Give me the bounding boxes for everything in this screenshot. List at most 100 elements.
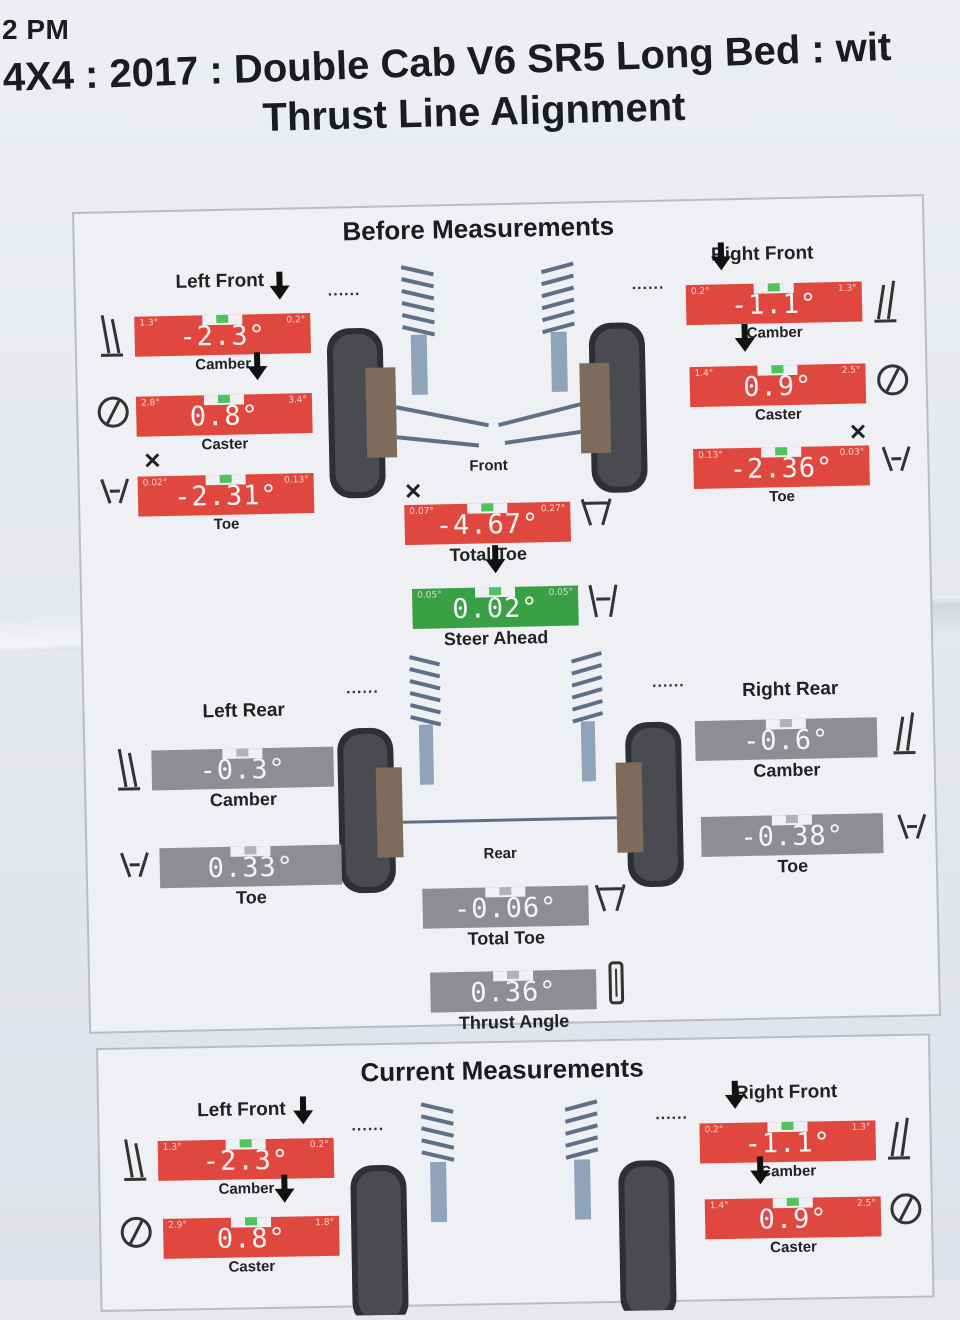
right-front-camber-value: -1.1° xyxy=(730,288,818,322)
left-front-camber-caption: Camber xyxy=(195,355,252,374)
left-front-coil-spring-icon xyxy=(420,1102,455,1223)
right-front-toe-value: -2.36° xyxy=(729,452,834,486)
current-right-front-camber-gauge: 0.2°1.3° -1.1° Camber xyxy=(699,1094,877,1180)
x-mark-icon: ✕ xyxy=(848,419,868,445)
toe-icon xyxy=(881,446,911,472)
rear-total-toe-caption: Total Toe xyxy=(467,927,546,949)
current-section-title: Current Measurements xyxy=(360,1052,644,1088)
right-front-tire-icon xyxy=(618,1160,677,1316)
front-axle-label: Front xyxy=(469,456,508,475)
current-left-front-camber-gauge: 1.3°0.2° -2.3° Camber xyxy=(157,1110,335,1198)
caster-icon xyxy=(890,1193,922,1225)
dotted-leader: ...... xyxy=(655,1105,689,1124)
rear-total-toe-gauge: -0.06° Total Toe xyxy=(422,885,590,949)
left-front-label: Left Front xyxy=(175,269,265,293)
dotted-leader: ...... xyxy=(327,281,361,300)
left-rear-tire-icon xyxy=(337,727,404,894)
left-front-tire-icon xyxy=(326,327,398,499)
down-arrow-icon xyxy=(711,256,732,271)
current-right-front-caster-value: 0.9° xyxy=(758,1203,828,1236)
caster-icon xyxy=(877,364,909,396)
right-front-camber-caption: Camber xyxy=(746,323,803,342)
caster-icon xyxy=(120,1216,152,1248)
current-right-front-label: Right Front xyxy=(734,1081,838,1104)
current-right-front-camber-value: -1.1° xyxy=(744,1127,832,1160)
down-arrow-icon xyxy=(269,285,290,300)
left-front-caster-gauge: 2.8°3.4° 0.8° Caster xyxy=(135,365,313,453)
left-rear-coil-spring-icon xyxy=(408,655,442,785)
dotted-leader: ...... xyxy=(651,673,685,691)
rear-axle-label: Rear xyxy=(483,844,518,863)
down-arrow-icon xyxy=(724,1094,746,1110)
down-arrow-icon xyxy=(274,1188,295,1203)
right-front-coil-spring-icon xyxy=(564,1099,599,1220)
total-toe-icon xyxy=(594,884,626,912)
before-measurements-panel: Before Measurements xyxy=(72,194,942,1034)
steer-ahead-icon xyxy=(588,584,618,618)
camber-icon xyxy=(100,315,124,357)
toe-icon xyxy=(100,478,130,504)
right-rear-label: Right Rear xyxy=(741,678,839,702)
left-rear-camber-caption: Camber xyxy=(209,788,278,811)
left-front-tire-icon xyxy=(350,1164,409,1316)
current-left-front-caster-gauge: 2.9°1.8° 0.8° Caster xyxy=(162,1188,340,1276)
right-rear-camber-value: -0.6° xyxy=(742,724,830,758)
right-rear-camber-gauge: -0.6° Camber xyxy=(694,717,878,781)
current-right-front-camber-caption: Camber xyxy=(760,1162,817,1181)
right-front-caster-caption: Caster xyxy=(754,405,802,424)
front-suspension-graphic xyxy=(326,261,648,499)
total-toe-icon xyxy=(580,498,612,526)
right-front-caster-value: 0.9° xyxy=(742,370,813,403)
rear-suspension-graphic xyxy=(337,651,684,894)
left-front-caster-caption: Caster xyxy=(201,435,249,454)
current-left-front-label: Left Front xyxy=(196,1098,286,1122)
current-left-front-caster-caption: Caster xyxy=(228,1257,276,1276)
right-front-toe-caption: Toe xyxy=(769,487,796,506)
left-rear-toe-gauge: 0.33° Toe xyxy=(159,844,343,908)
left-rear-toe-caption: Toe xyxy=(235,887,267,908)
right-rear-tire-icon xyxy=(615,721,684,888)
left-rear-toe-value: 0.33° xyxy=(207,851,295,885)
thrust-angle-caption: Thrust Angle xyxy=(458,1010,570,1034)
before-section-title: Before Measurements xyxy=(342,210,615,247)
left-front-coil-spring-icon xyxy=(395,265,489,448)
camber-icon xyxy=(874,280,897,323)
front-total-toe-value: -4.67° xyxy=(435,508,540,542)
right-rear-toe-value: -0.38° xyxy=(740,819,845,854)
right-front-toe-gauge: 0.13°0.03° -2.36° Toe xyxy=(693,445,870,505)
current-right-front-caster-gauge: 1.4°2.5° 0.9° Caster xyxy=(704,1170,882,1256)
print-time: 2 PM xyxy=(2,14,70,45)
dotted-leader: ...... xyxy=(351,1116,385,1135)
dotted-leader: ...... xyxy=(345,679,379,698)
x-mark-icon: ✕ xyxy=(403,478,423,505)
left-front-toe-gauge: 0.02°0.13° -2.31° Toe xyxy=(137,472,315,533)
down-arrow-icon xyxy=(734,337,756,353)
rear-total-toe-value: -0.06° xyxy=(453,891,558,926)
down-arrow-icon xyxy=(293,1110,314,1125)
current-front-suspension-graphic xyxy=(350,1099,677,1316)
down-arrow-icon xyxy=(247,365,268,381)
right-rear-toe-gauge: -0.38° Toe xyxy=(700,813,884,876)
current-left-front-camber-value: -2.3° xyxy=(202,1144,290,1178)
right-front-caster-gauge: 1.4°2.5° 0.9° Caster xyxy=(689,337,867,424)
camber-icon xyxy=(117,748,141,791)
rear-axle-icon xyxy=(402,816,617,824)
thrust-angle-icon xyxy=(608,961,625,1005)
steer-ahead-caption: Steer Ahead xyxy=(443,627,549,650)
current-right-front-caster-caption: Caster xyxy=(770,1238,818,1257)
steer-ahead-gauge: 0.05°0.05° 0.02° Steer Ahead xyxy=(411,559,579,649)
front-total-toe-gauge: 0.07°0.27° -4.67° Total Toe xyxy=(404,501,572,565)
current-left-front-caster-value: 0.8° xyxy=(216,1222,287,1255)
left-rear-camber-value: -0.3° xyxy=(199,753,287,787)
caster-icon xyxy=(97,396,129,428)
thrust-angle-value: 0.36° xyxy=(469,976,557,1009)
camber-icon xyxy=(124,1139,147,1182)
x-mark-icon: ✕ xyxy=(142,448,162,474)
right-rear-camber-caption: Camber xyxy=(753,759,821,781)
toe-icon xyxy=(897,813,927,840)
left-rear-camber-gauge: -0.3° Camber xyxy=(151,746,335,810)
right-front-camber-gauge: 0.2°1.3° -1.1° Camber xyxy=(685,256,863,342)
current-left-front-camber-caption: Camber xyxy=(218,1179,275,1198)
toe-icon xyxy=(120,852,149,878)
current-measurements-panel: Current Measurements ...... ...... Left … xyxy=(96,1033,935,1316)
